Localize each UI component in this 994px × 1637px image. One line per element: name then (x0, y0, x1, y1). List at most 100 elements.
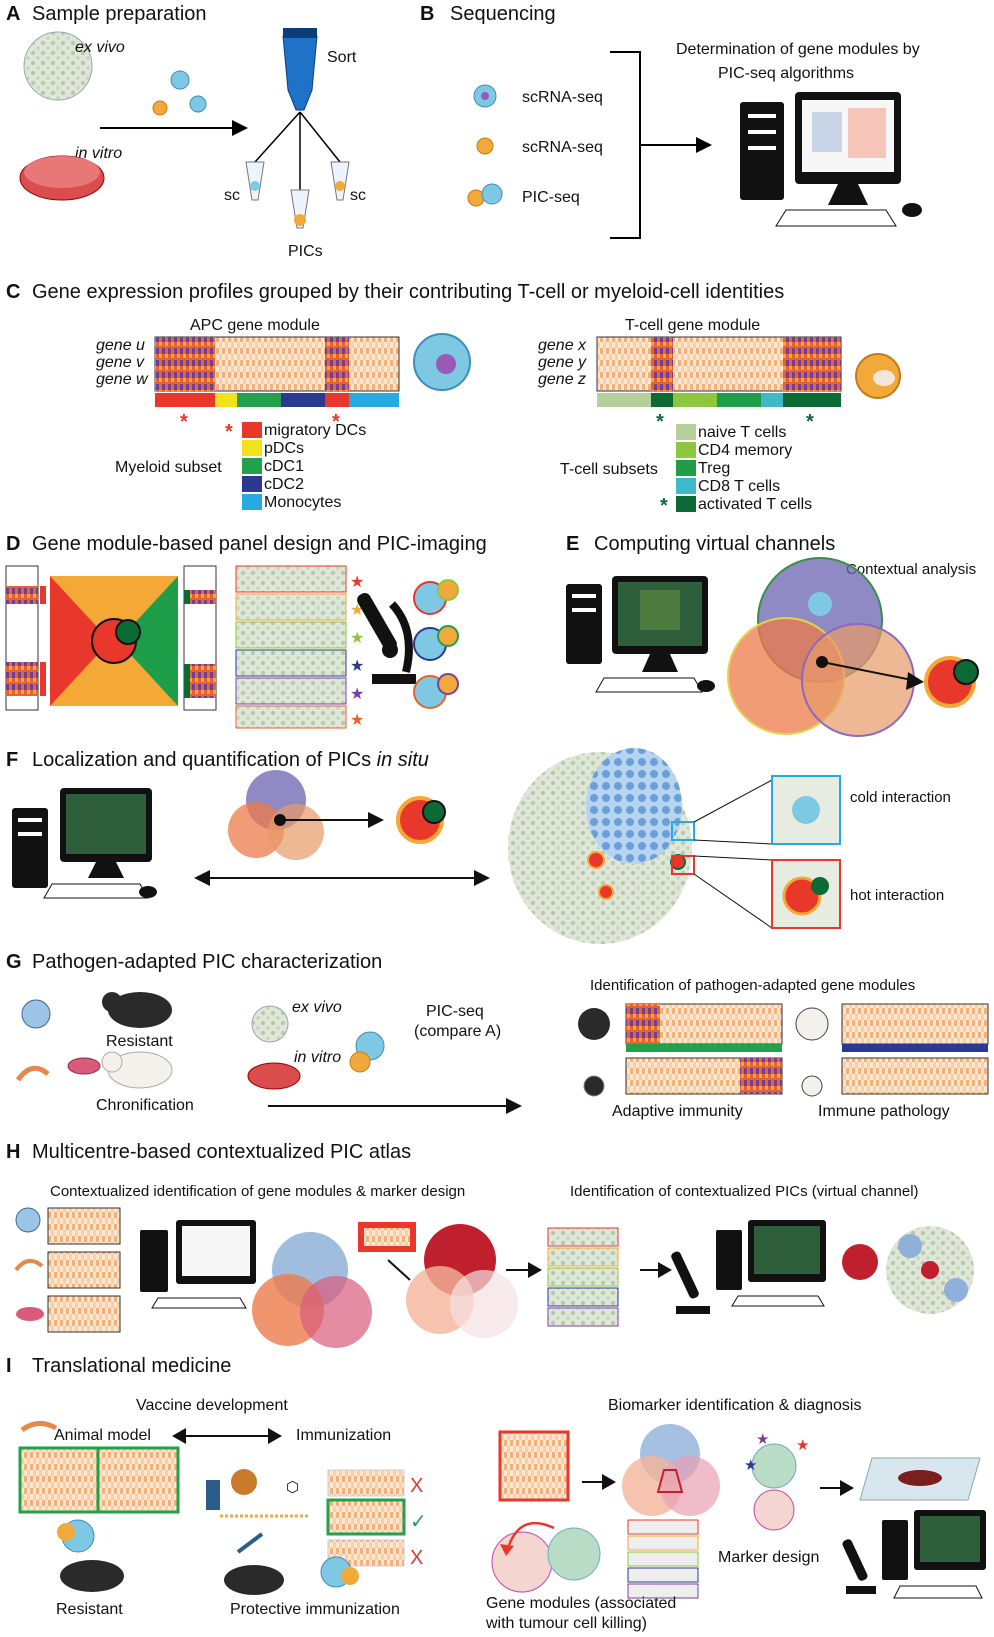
black-mouse-icon (224, 1565, 284, 1595)
tissue-stack (547, 1227, 619, 1327)
svg-text:★: ★ (350, 630, 364, 647)
h-right-caption: Identification of contextualized PICs (v… (570, 1183, 919, 1200)
protective-label: Protective immunization (230, 1601, 400, 1618)
apc-asterisk-2: * (332, 411, 340, 433)
svg-text:★: ★ (350, 686, 364, 703)
b-row2: scRNA-seq (522, 139, 603, 156)
molecule-icon: ⬡ (286, 1479, 299, 1496)
kill-arrow (506, 1521, 555, 1549)
resistant-label: Resistant (106, 1033, 173, 1050)
legend-migratory: migratory DCs (264, 422, 366, 439)
cold-label: cold interaction (850, 789, 951, 806)
gene-modules-line2: with tumour cell killing) (485, 1615, 647, 1632)
tcell-subsets-label: T-cell subsets (560, 461, 658, 478)
computer-tower-icon (566, 584, 602, 664)
g-identification: Identification of pathogen-adapted gene … (590, 977, 915, 994)
myeloid-legend: migratory DCs pDCs cDC1 cDC2 Monocytes (242, 422, 366, 511)
tcell-gene-z: gene z (538, 371, 586, 388)
tcell-bar (597, 393, 651, 407)
mouse-icon (902, 203, 922, 217)
panel-h-letter: H (6, 1141, 20, 1163)
vaccine-vial-icon (206, 1480, 220, 1510)
tissue-stack (627, 1519, 699, 1599)
tcell-asterisk-2: * (806, 411, 814, 433)
g-picseq: PIC-seq (426, 1003, 484, 1020)
tcell-legend: naive T cells CD4 memory Treg CD8 T cell… (676, 424, 812, 513)
arrow-icon (906, 672, 924, 690)
panel-a-title: Sample preparation (32, 3, 207, 25)
panel-b-title: Sequencing (450, 3, 556, 25)
apc-gene-v: gene v (96, 354, 145, 371)
myeloid-cell-icon (795, 1007, 829, 1041)
panel-c-title: Gene expression profiles grouped by thei… (32, 281, 784, 303)
tcell-asterisk-1: * (656, 411, 664, 433)
apc-gene-w: gene w (96, 371, 149, 388)
panel-b: B Sequencing scRNA-seq scRNA-seq PIC-seq… (420, 3, 922, 239)
svg-text:★: ★ (796, 1437, 809, 1454)
g-compare: (compare A) (414, 1023, 501, 1040)
legend-pdcs: pDCs (264, 440, 304, 457)
legend-cdc2: cDC2 (264, 476, 304, 493)
i-resistant-label: Resistant (56, 1601, 123, 1618)
ex-vivo-label: ex vivo (75, 39, 125, 56)
computer-tower-icon (716, 1230, 742, 1290)
keyboard-icon (595, 677, 703, 693)
t-cell-icon (476, 137, 494, 155)
tumour-module-box (498, 1430, 570, 1502)
arrow-icon (658, 1262, 672, 1278)
t-cell-icon (751, 1443, 797, 1489)
svg-text:*: * (225, 421, 233, 443)
legend-naive: naive T cells (698, 424, 786, 441)
pathology-heatmap-top (841, 1003, 989, 1045)
protein-icon (231, 1469, 257, 1495)
legend-activated: activated T cells (698, 496, 812, 513)
cross-icon: X (410, 1547, 423, 1569)
venn-circle-peach (268, 804, 324, 860)
black-mouse-icon (60, 1560, 124, 1592)
bacteria-icon (67, 1057, 101, 1075)
svg-text:★: ★ (744, 1457, 757, 1474)
panel-f-letter: F (6, 749, 18, 771)
panel-g-title: Pathogen-adapted PIC characterization (32, 951, 382, 973)
adaptive-label: Adaptive immunity (612, 1103, 743, 1120)
panel-a: A Sample preparation ex vivo in vitro So… (6, 3, 366, 260)
panel-c: C Gene expression profiles grouped by th… (6, 281, 901, 517)
cross-icon: X (410, 1475, 423, 1497)
keyboard-icon (893, 1585, 983, 1599)
panel-g: G Pathogen-adapted PIC characterization … (6, 951, 989, 1120)
b-algo-line1: Determination of gene modules by (676, 41, 920, 58)
keyboard-icon (775, 209, 897, 227)
legend-cdc1: cDC1 (264, 458, 304, 475)
tcell-gene-x: gene x (538, 337, 587, 354)
black-mouse-icon (108, 992, 172, 1028)
venn-circle-orange (228, 802, 284, 858)
tcell-module-title: T-cell gene module (625, 317, 760, 334)
panel-e-letter: E (566, 533, 579, 555)
microscope-icon (357, 592, 416, 684)
microscope-icon (671, 1251, 699, 1299)
sorter-nozzle-icon (282, 35, 318, 111)
tcell-gene-y: gene y (538, 354, 587, 371)
dendritic-cell-icon (170, 70, 190, 90)
apc-asterisk-1: * (180, 411, 188, 433)
legend-cd4: CD4 memory (698, 442, 792, 459)
animal-heatmap-1 (18, 1446, 104, 1514)
panel-f: F Localization and quantification of PIC… (6, 748, 951, 944)
svg-text:★: ★ (350, 712, 364, 729)
myeloid-subset-label: Myeloid subset (115, 459, 222, 476)
syringe-icon (236, 1532, 264, 1554)
b-row3: PIC-seq (522, 189, 580, 206)
panel-b-letter: B (420, 3, 434, 25)
marker-design-label: Marker design (718, 1549, 819, 1566)
legend-monocytes: Monocytes (264, 494, 341, 511)
svg-text:★: ★ (756, 1431, 769, 1448)
arrow-icon (840, 1480, 854, 1496)
legend-cd8: CD8 T cells (698, 478, 780, 495)
panel-d: D Gene module-based panel design and PIC… (5, 533, 487, 729)
vaccine-label: Vaccine development (136, 1397, 288, 1414)
immunization-label: Immunization (296, 1427, 391, 1444)
gene-modules-line1: Gene modules (associated (486, 1595, 676, 1612)
apc-bar-migratory (155, 393, 215, 407)
sc-right-label: sc (350, 187, 366, 204)
